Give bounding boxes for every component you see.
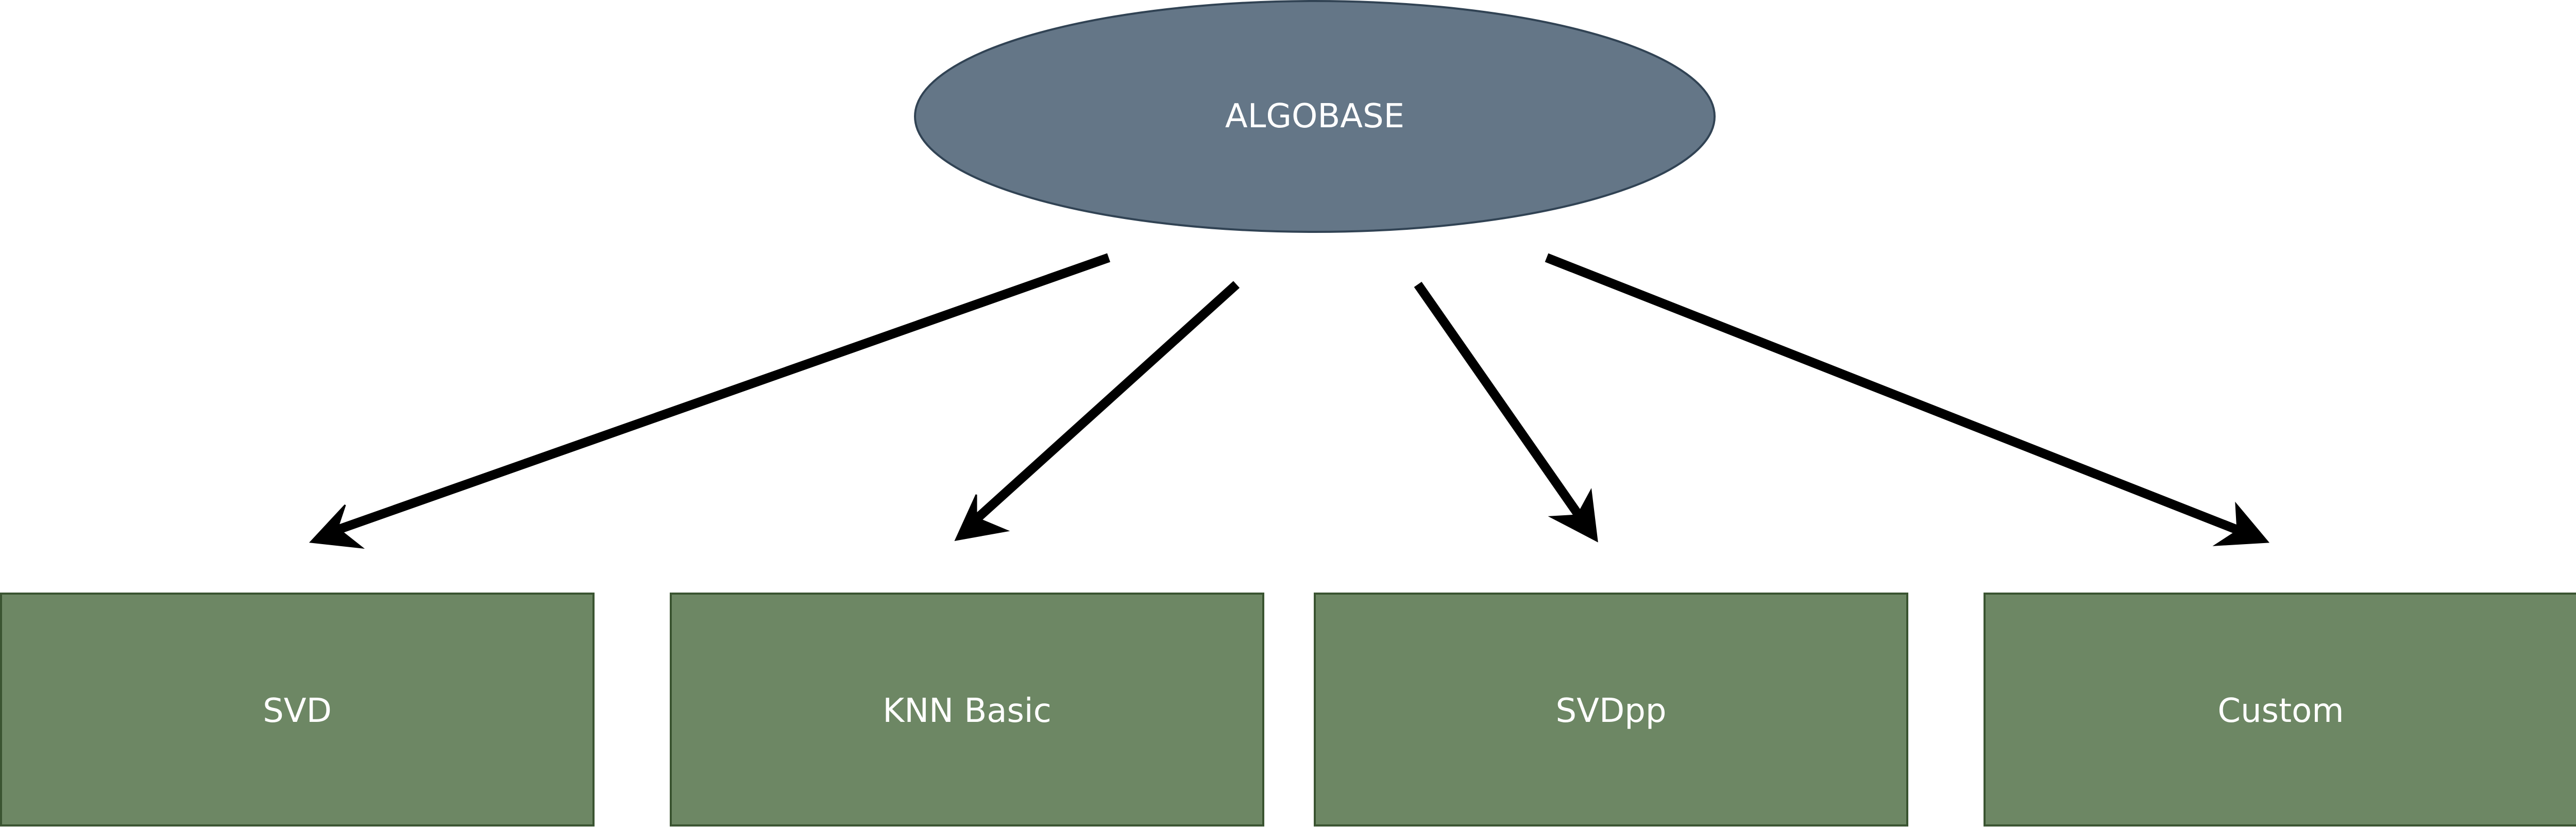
arrowhead-icon bbox=[2212, 501, 2270, 546]
child-node-svdpp[interactable]: SVDpp bbox=[1314, 593, 1908, 826]
edge-algobase-knn-basic bbox=[954, 281, 1240, 541]
child-node-label: SVD bbox=[263, 692, 332, 730]
edge-line bbox=[333, 253, 1110, 535]
child-node-shape bbox=[1984, 593, 2576, 826]
child-node-shape bbox=[0, 593, 595, 826]
edge-line bbox=[1545, 253, 2244, 536]
child-node-knn-basic[interactable]: KNN Basic bbox=[670, 593, 1264, 826]
child-node-shape bbox=[1314, 593, 1908, 826]
root-node[interactable]: ALGOBASE bbox=[914, 0, 1716, 233]
edge-line bbox=[970, 281, 1240, 525]
child-node-label: KNN Basic bbox=[883, 692, 1052, 730]
arrowhead-icon bbox=[309, 504, 365, 549]
arrowhead-icon bbox=[1548, 488, 1598, 543]
child-node-label: Custom bbox=[2217, 692, 2344, 730]
child-node-label: SVDpp bbox=[1556, 692, 1667, 730]
arrowhead-icon bbox=[954, 494, 1010, 541]
child-node-custom[interactable]: Custom bbox=[1984, 593, 2576, 826]
root-node-label: ALGOBASE bbox=[1225, 97, 1404, 136]
child-node-shape bbox=[670, 593, 1264, 826]
child-node-svd[interactable]: SVD bbox=[0, 593, 595, 826]
root-node-shape bbox=[914, 0, 1716, 233]
edge-line bbox=[1414, 281, 1586, 522]
edges bbox=[309, 253, 2270, 549]
edge-algobase-custom bbox=[1545, 253, 2270, 546]
edge-algobase-svdpp bbox=[1414, 281, 1598, 543]
edge-algobase-svd bbox=[309, 253, 1110, 549]
